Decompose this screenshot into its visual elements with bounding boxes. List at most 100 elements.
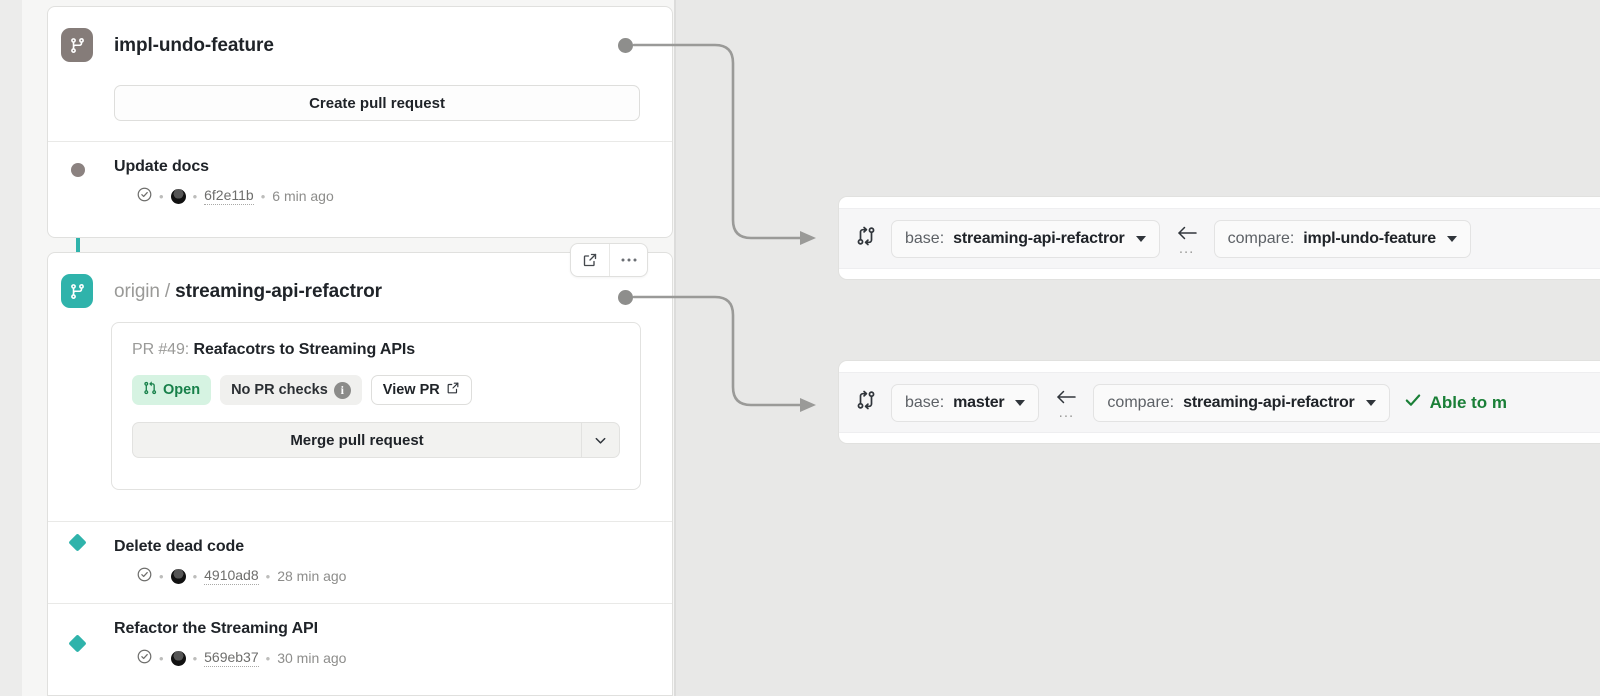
direction-indicator: ... xyxy=(1053,389,1079,421)
chevron-down-icon xyxy=(1446,235,1457,242)
chevron-down-icon xyxy=(1015,399,1026,406)
base-value: master xyxy=(953,393,1005,411)
connector-origin-dot xyxy=(618,290,633,305)
view-pr-label: View PR xyxy=(382,382,440,398)
arrow-left-icon xyxy=(1176,225,1198,246)
commit-time: 28 min ago xyxy=(277,568,347,584)
divider xyxy=(48,141,672,142)
compare-band: base: master ... compare: streaming-api-… xyxy=(839,372,1600,433)
pr-checks-badge: No PR checks i xyxy=(220,375,362,405)
chevron-down-icon[interactable] xyxy=(581,422,620,458)
compare-card: base: streaming-api-refactror ... compar… xyxy=(838,196,1600,280)
check-circle-icon xyxy=(137,649,152,667)
git-compare-icon xyxy=(855,225,877,252)
separator: • xyxy=(260,188,266,204)
compare-branch-select[interactable]: compare: streaming-api-refactror xyxy=(1093,383,1390,422)
branch-separator: / xyxy=(164,281,171,302)
avatar xyxy=(170,650,186,666)
compare-branch-select[interactable]: compare: impl-undo-feature xyxy=(1213,219,1471,258)
base-branch-select[interactable]: base: streaming-api-refactror xyxy=(891,219,1160,258)
commit-title: Update docs xyxy=(114,158,209,175)
info-icon[interactable]: i xyxy=(333,381,351,399)
compare-panel xyxy=(676,0,1600,696)
commit-node-dot xyxy=(71,163,85,177)
arrow-left-icon xyxy=(1055,389,1077,410)
compare-label: compare: xyxy=(1227,229,1295,247)
commit-sha-link[interactable]: 6f2e11b xyxy=(204,187,254,205)
compare-value: impl-undo-feature xyxy=(1303,229,1436,247)
merge-status-label: Able to m xyxy=(1429,392,1508,412)
commit-meta: • • 569eb37 • 30 min ago xyxy=(137,649,672,667)
pr-title: Reafacotrs to Streaming APIs xyxy=(193,341,416,358)
chevron-down-icon xyxy=(1365,399,1376,406)
pr-checks-label: No PR checks xyxy=(231,382,328,398)
separator: • xyxy=(192,188,198,204)
compare-band: base: streaming-api-refactror ... compar… xyxy=(839,208,1600,269)
branch-card-impl-undo-feature[interactable]: impl-undo-feature Create pull request Up… xyxy=(47,6,673,238)
git-branch-icon xyxy=(61,28,93,62)
commit-row[interactable]: Refactor the Streaming API • • 569eb37 •… xyxy=(48,604,672,685)
git-compare-icon xyxy=(855,389,877,416)
commit-sha-link[interactable]: 569eb37 xyxy=(204,649,259,667)
branch-actions-toolbar xyxy=(570,243,648,277)
separator: • xyxy=(159,188,164,204)
merge-button-group: Merge pull request xyxy=(132,422,620,458)
avatar xyxy=(170,188,186,204)
chevron-down-icon xyxy=(1135,235,1146,242)
connector-origin-dot xyxy=(618,38,633,53)
base-value: streaming-api-refactror xyxy=(953,229,1125,247)
direction-indicator: ... xyxy=(1174,225,1200,257)
compare-value: streaming-api-refactror xyxy=(1183,393,1355,411)
pull-request-box: PR #49: Reafacotrs to Streaming APIs Ope… xyxy=(111,322,641,490)
check-circle-icon xyxy=(137,187,152,205)
separator: • xyxy=(159,568,164,584)
branch-header[interactable]: impl-undo-feature xyxy=(48,7,672,85)
left-gutter xyxy=(0,0,22,696)
create-pull-request-button[interactable]: Create pull request xyxy=(114,85,640,121)
base-branch-select[interactable]: base: master xyxy=(891,383,1040,422)
pr-number: PR #49: xyxy=(132,341,190,358)
divider xyxy=(48,521,672,522)
commit-time: 30 min ago xyxy=(277,650,347,666)
direction-dots: ... xyxy=(1058,404,1075,421)
status-badge-label: Open xyxy=(163,382,201,398)
branch-header-section: impl-undo-feature Create pull request xyxy=(48,7,672,142)
commit-meta: • • 4910ad8 • 28 min ago xyxy=(137,567,672,585)
compare-label: compare: xyxy=(1107,393,1175,411)
commit-title: Refactor the Streaming API xyxy=(114,620,318,637)
base-label: base: xyxy=(905,229,945,247)
external-link-icon xyxy=(446,381,460,399)
git-branch-icon xyxy=(61,274,93,308)
check-icon xyxy=(1404,391,1422,414)
base-label: base: xyxy=(905,393,945,411)
check-circle-icon xyxy=(137,567,152,585)
branch-header[interactable]: origin / streaming-api-refactror xyxy=(48,253,672,331)
branch-name: streaming-api-refactror xyxy=(175,281,382,302)
pull-request-open-icon xyxy=(143,381,157,399)
commit-row[interactable]: Update docs • • 6f2e11b • 6 min ago xyxy=(48,142,672,223)
pr-pill-row: Open No PR checks i View PR xyxy=(132,375,620,405)
branch-remote: origin xyxy=(114,281,160,302)
compare-card: base: master ... compare: streaming-api-… xyxy=(838,360,1600,444)
commit-title: Delete dead code xyxy=(114,538,245,555)
commit-sha-link[interactable]: 4910ad8 xyxy=(204,567,259,585)
merge-pull-request-button[interactable]: Merge pull request xyxy=(132,422,581,458)
direction-dots: ... xyxy=(1178,240,1195,257)
status-badge: Open xyxy=(132,375,212,405)
commit-row[interactable]: Delete dead code • • 4910ad8 • 28 min ag… xyxy=(48,522,672,603)
branch-name: impl-undo-feature xyxy=(114,35,274,56)
view-pr-button[interactable]: View PR xyxy=(370,375,472,405)
external-link-icon[interactable] xyxy=(571,244,609,276)
divider xyxy=(48,603,672,604)
branch-header-section: origin / streaming-api-refactror xyxy=(48,253,672,522)
kebab-menu-icon[interactable] xyxy=(609,244,647,276)
separator: • xyxy=(265,568,271,584)
separator: • xyxy=(192,650,198,666)
separator: • xyxy=(265,650,271,666)
commit-meta: • • 6f2e11b • 6 min ago xyxy=(137,187,672,205)
pr-title-line: PR #49: Reafacotrs to Streaming APIs xyxy=(132,341,620,359)
commit-time: 6 min ago xyxy=(272,188,334,204)
merge-status: Able to m xyxy=(1404,391,1507,414)
avatar xyxy=(170,568,186,584)
